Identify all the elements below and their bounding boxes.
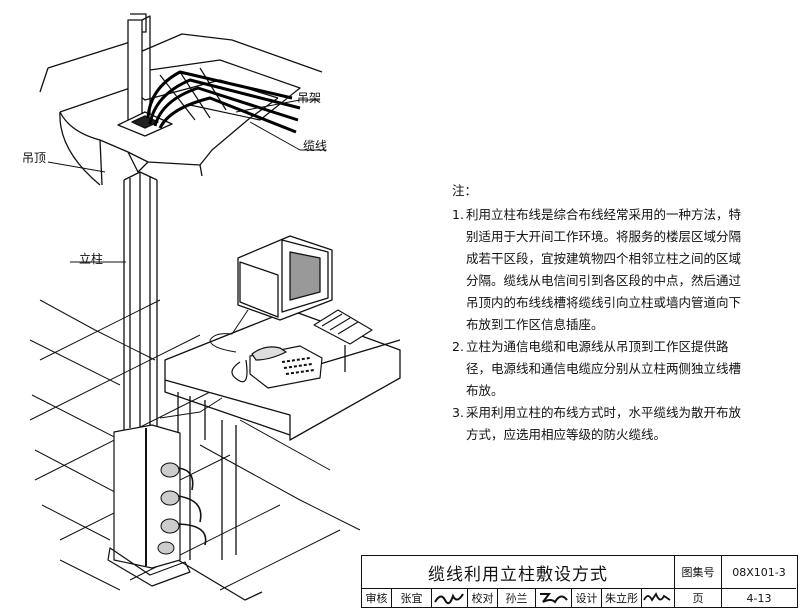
drawing-title: 缆线利用立柱敷设方式 [362,556,675,589]
desk-cables [159,309,249,419]
note-item: 2. 立柱为通信电缆和电源线从吊顶到工作区提供路径，电源线和通信电缆应分别从立柱… [452,336,752,402]
note-text: 采用利用立柱的布线方式时，水平缆线为散开布放方式，应选用相应等级的防火缆线。 [466,405,742,442]
note-number: 2. [452,339,464,354]
label-hanger: 吊架 [297,91,322,105]
atlas-number: 08X101-3 [722,556,796,589]
review-signature [432,589,468,607]
atlas-number-label: 图集号 [675,556,722,589]
design-label: 设计 [572,589,602,607]
note-number: 1. [452,207,464,222]
note-number: 3. [452,405,464,420]
note-item: 3. 采用利用立柱的布线方式时，水平缆线为散开布放方式，应选用相应等级的防火缆线… [452,402,752,446]
telephone [231,345,323,389]
design-name: 朱立彤 [602,589,642,607]
label-ceiling: 吊顶 [22,151,47,165]
label-pole: 立柱 [79,252,104,266]
check-name: 孙兰 [498,589,536,607]
review-name: 张宜 [392,589,432,607]
leader-lines [47,99,326,263]
title-block: 缆线利用立柱敷设方式 图集号 08X101-3 审核 张宜 校对 孙兰 设计 朱… [361,555,798,608]
notes: 注： 1. 利用立柱布线是综合布线经常采用的一种方法，特别适用于大开间工作环境。… [452,180,752,446]
note-text: 利用立柱布线是综合布线经常采用的一种方法，特别适用于大开间工作环境。将服务的楼层… [466,207,742,332]
note-item: 1. 利用立柱布线是综合布线经常采用的一种方法，特别适用于大开间工作环境。将服务… [452,204,752,336]
notes-heading: 注： [452,183,478,198]
pole-upper [117,13,173,137]
design-signature [642,589,675,607]
check-label: 校对 [468,589,498,607]
pole [123,171,158,432]
keyboard [313,309,373,345]
review-label: 审核 [362,589,392,607]
page-number: 4-13 [746,591,772,605]
outlet-box [107,424,207,587]
check-signature [536,589,572,607]
note-text: 立柱为通信电缆和电源线从吊顶到工作区提供路径，电源线和通信电缆应分别从立柱两侧独… [466,339,742,398]
cable-bundle [146,70,301,134]
label-cable: 缆线 [303,139,328,153]
page-label: 页 [675,589,722,607]
monitor [237,235,333,321]
